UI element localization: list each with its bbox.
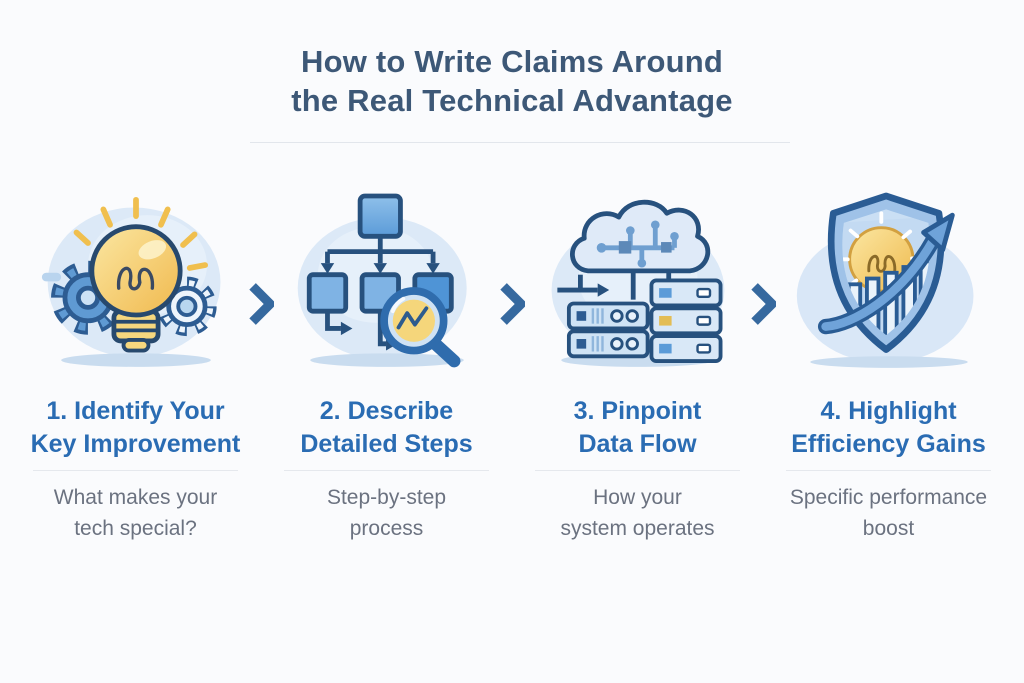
- step-4-divider: [786, 470, 991, 471]
- lightbulb-gears-icon: [41, 196, 220, 367]
- step-4-subtext-line1: Specific performance: [789, 486, 988, 509]
- chevron-right-icon: [248, 276, 274, 332]
- step-2-heading-line2: Detailed Steps: [300, 430, 473, 458]
- flowchart-magnifier-icon: [297, 193, 467, 368]
- step-3-subtext: How your system operates: [560, 482, 714, 544]
- page-title: How to Write Claims Around the Real Techn…: [0, 42, 1024, 120]
- step-2-subtext-line1: Step-by-step: [326, 486, 447, 509]
- chevron-right-icon: [499, 276, 525, 332]
- step-1-divider: [33, 470, 238, 471]
- shield-growth-icon: [796, 192, 973, 368]
- chevron-right-icon: [750, 276, 776, 332]
- title-divider: [250, 142, 790, 143]
- step-3-heading-line2: Data Flow: [578, 430, 697, 458]
- step-2-heading-line1: 2. Describe: [319, 397, 454, 425]
- step-4-subtext-line2: boost: [862, 517, 915, 540]
- step-3-heading-line1: 3. Pinpoint: [573, 397, 702, 425]
- step-1-heading-line1: 1. Identify Your: [46, 397, 225, 425]
- step-4-heading-line2: Efficiency Gains: [791, 430, 986, 458]
- step-1-subtext: What makes your tech special?: [54, 482, 217, 544]
- step-3-subtext-line2: system operates: [560, 517, 715, 540]
- page-title-line2: the Real Technical Advantage: [291, 83, 733, 118]
- step-1-subtext-line2: tech special?: [74, 517, 197, 540]
- step-3-subtext-line1: How your: [593, 486, 682, 509]
- page-title-line1: How to Write Claims Around: [301, 44, 723, 79]
- step-4-heading-line1: 4. Highlight: [820, 397, 957, 425]
- step-1-heading-line2: Key Improvement: [30, 430, 241, 458]
- cloud-servers-icon: [551, 199, 724, 367]
- step-2-subtext-line2: process: [349, 517, 424, 540]
- step-2-subtext: Step-by-step process: [327, 482, 446, 544]
- header: How to Write Claims Around the Real Techn…: [0, 42, 1024, 120]
- step-1-subtext-line1: What makes your: [53, 486, 218, 509]
- step-3-divider: [535, 470, 740, 471]
- step-2-divider: [284, 470, 489, 471]
- step-4-subtext: Specific performance boost: [790, 482, 987, 544]
